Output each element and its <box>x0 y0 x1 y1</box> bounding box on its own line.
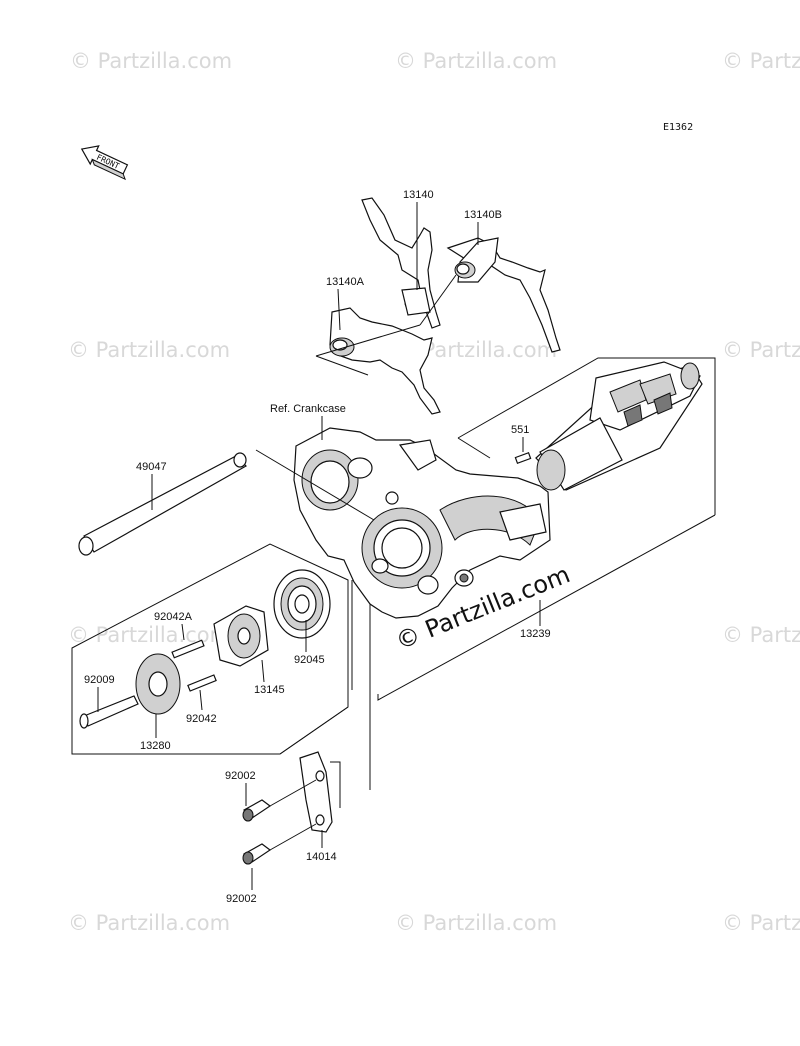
label-13140a: 13140A <box>326 276 365 288</box>
label-49047: 49047 <box>136 461 167 473</box>
axis-line <box>315 324 421 357</box>
shift-fork-13140 <box>361 197 441 329</box>
group-outline <box>457 437 491 459</box>
leader-92042 <box>199 689 203 711</box>
axis-line <box>419 274 457 326</box>
axis-line <box>269 823 317 851</box>
label-13280: 13280 <box>140 740 171 752</box>
watermark-top-left: © Partzilla.com <box>70 49 232 73</box>
label-92042: 92042 <box>186 713 217 725</box>
label-13239: 13239 <box>520 628 551 640</box>
axis-line <box>315 355 369 376</box>
watermark-mid-left: © Partzilla.com <box>68 338 230 362</box>
leader-14014 <box>330 761 341 808</box>
label-13140: 13140 <box>403 189 434 201</box>
pin-92042 <box>187 674 217 692</box>
watermark-mid-right: © Partzilla.com <box>722 338 800 362</box>
leader-13145 <box>261 659 265 683</box>
group-outline <box>457 357 716 515</box>
shift-fork-13140b <box>446 237 561 353</box>
label-92002-bottom: 92002 <box>226 893 257 905</box>
watermark-bottom-right: © Partzilla.com <box>722 911 800 935</box>
plate-13280 <box>135 653 181 715</box>
front-arrow-icon: FRONT <box>80 145 129 181</box>
stopper-14014 <box>299 751 333 833</box>
leader-13140a <box>337 288 341 331</box>
label-ref-crankcase: Ref. Crankcase <box>270 403 346 415</box>
watermark-low-left: © Partzilla.com <box>68 623 230 647</box>
watermark-bottom-left: © Partzilla.com <box>68 911 230 935</box>
label-92002-top: 92002 <box>225 770 256 782</box>
pin-92042a <box>171 639 205 659</box>
bolt-92002-bottom <box>242 843 272 865</box>
label-92009: 92009 <box>84 674 115 686</box>
watermark-top-center: © Partzilla.com <box>395 49 557 73</box>
watermark-bottom-center: © Partzilla.com <box>395 911 557 935</box>
label-551: 551 <box>511 424 529 436</box>
shift-drum-13239 <box>535 361 703 491</box>
label-13140b: 13140B <box>464 209 502 221</box>
leader-92042a <box>181 623 185 641</box>
shift-fork-13140a <box>329 307 441 415</box>
shift-shaft-49047 <box>78 452 247 556</box>
shift-drum-cam-13145 <box>213 605 269 667</box>
bolt-92002-top <box>242 799 272 822</box>
label-92045: 92045 <box>294 654 325 666</box>
label-13145: 13145 <box>254 684 285 696</box>
pin-551 <box>514 452 532 464</box>
group-outline <box>377 514 716 701</box>
diagram-code: E1362 <box>663 122 693 133</box>
watermark-top-right: © Partzilla.com <box>722 49 800 73</box>
bolt-92009 <box>79 695 139 729</box>
label-92042a: 92042A <box>154 611 193 623</box>
crankcase-ref <box>293 427 551 619</box>
axis-line <box>269 779 317 807</box>
watermark-low-right: © Partzilla.com <box>722 623 800 647</box>
bearing-92045 <box>273 569 331 639</box>
axis-line <box>255 449 375 521</box>
label-14014: 14014 <box>306 851 337 863</box>
subassembly-box <box>279 706 349 755</box>
